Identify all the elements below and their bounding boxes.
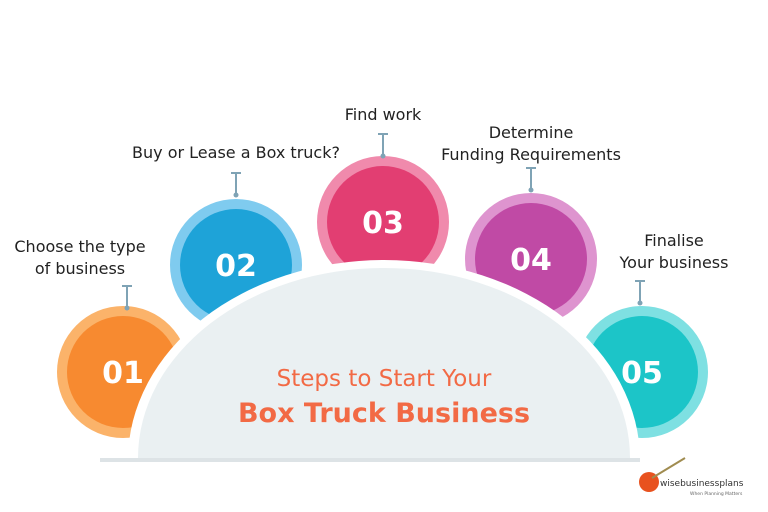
step-03-label: Find work [345,105,422,159]
step-number: 01 [102,356,144,391]
title-line-2: Box Truck Business [238,398,530,429]
step-number: 02 [215,249,257,284]
semicircle [138,268,630,458]
step-number: 04 [510,243,552,278]
step-label: Choose the type [14,237,145,256]
step-01-label: Choose the type of business [14,237,146,311]
pen-icon [651,457,686,479]
step-03: 03 [317,156,449,288]
step-label: of business [35,259,125,278]
logo: wisebusinessplans When Planning Matters [639,457,744,497]
logo-brand: wisebusinessplans [660,479,744,489]
step-label: Determine [489,123,574,142]
connector-dot [380,153,386,159]
connector-dot [528,187,534,193]
connector-dot [233,192,239,198]
step-label: Find work [345,105,422,124]
connector-dot [124,305,130,311]
connector-dot [637,300,643,306]
step-number: 03 [362,206,404,241]
title-line-1: Steps to Start Your [277,366,492,392]
base-shadow [100,458,640,462]
step-label: Your business [619,253,729,272]
step-label: Finalise [644,231,704,250]
step-circle [327,166,439,278]
step-02-label: Buy or Lease a Box truck? [132,143,340,198]
step-label: Funding Requirements [441,145,621,164]
step-number: 05 [621,356,663,391]
step-label: Buy or Lease a Box truck? [132,143,340,162]
logo-tagline: When Planning Matters [690,491,743,497]
